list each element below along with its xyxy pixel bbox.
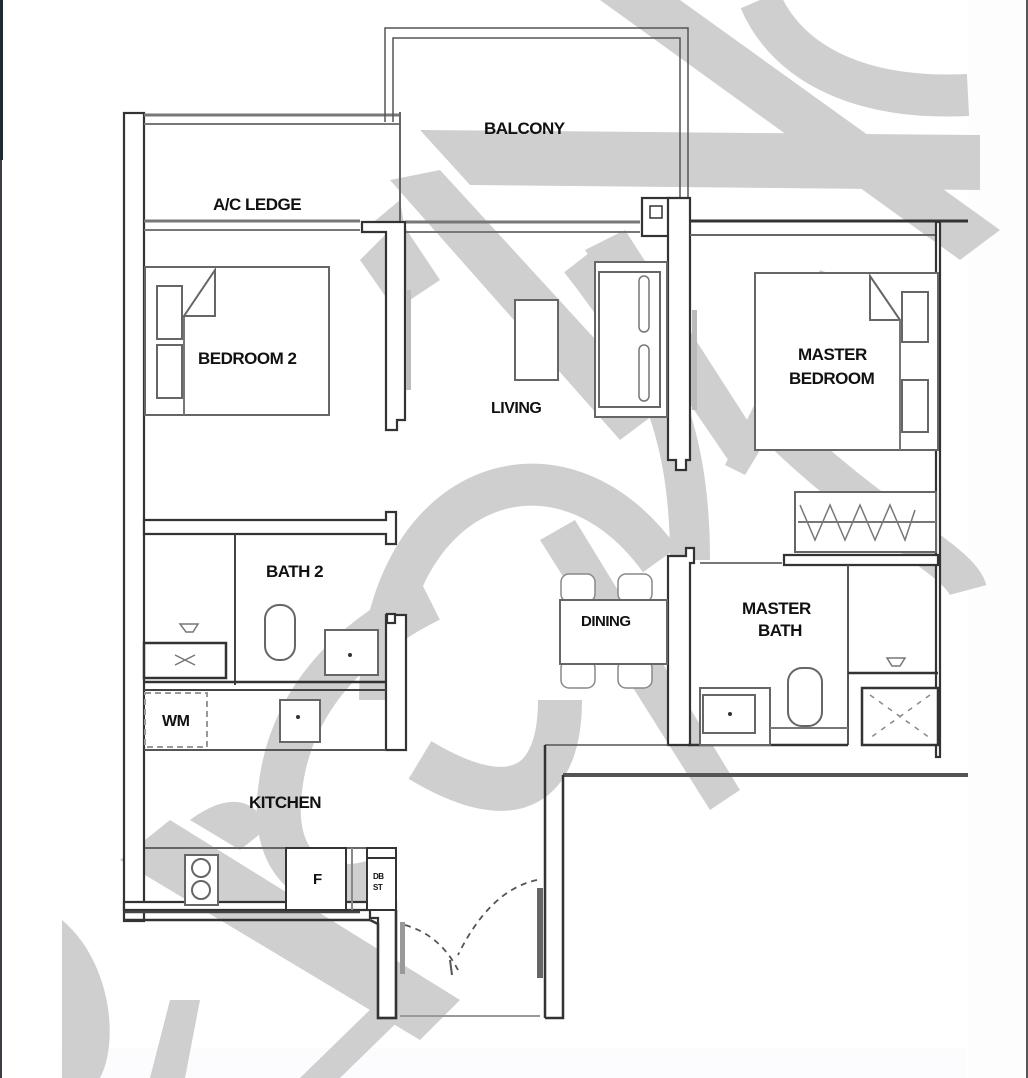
label-db-st-line1: DB <box>373 872 384 881</box>
label-bath-2: BATH 2 <box>266 562 323 581</box>
label-ac-ledge: A/C LEDGE <box>213 195 301 214</box>
label-master-bath-line2: BATH <box>758 621 802 640</box>
right-border <box>1026 0 1028 1078</box>
label-master-bedroom-line1: MASTER <box>798 345 867 364</box>
label-kitchen: KITCHEN <box>249 793 321 812</box>
label-master-bedroom-line2: BEDROOM <box>789 369 875 388</box>
left-border-dark <box>0 0 3 160</box>
furniture <box>142 261 939 976</box>
label-washing-machine: WM <box>162 713 190 730</box>
label-fridge: F <box>313 871 322 888</box>
label-balcony: BALCONY <box>484 119 566 138</box>
label-living: LIVING <box>491 400 541 417</box>
bottom-margin <box>60 1048 966 1078</box>
room-labels: BALCONY A/C LEDGE BEDROOM 2 LIVING MASTE… <box>162 119 875 892</box>
label-db-st-line2: ST <box>373 883 383 892</box>
label-master-bath-line1: MASTER <box>742 599 811 618</box>
label-bedroom-2: BEDROOM 2 <box>198 349 297 368</box>
left-border <box>0 0 2 1078</box>
label-dining: DINING <box>581 613 631 630</box>
